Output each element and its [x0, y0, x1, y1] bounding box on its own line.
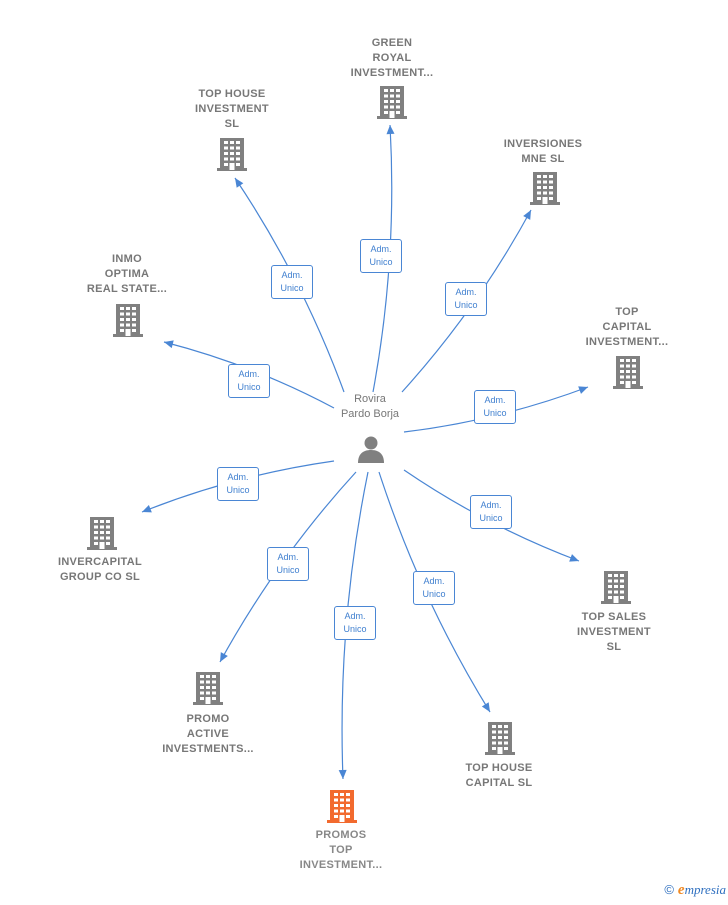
person-icon[interactable] — [356, 434, 386, 464]
building-icon[interactable] — [612, 354, 644, 390]
company-label-line: TOP HOUSE — [465, 762, 533, 774]
arrowhead-inversiones-mne — [523, 210, 531, 220]
company-label-line: GREEN — [371, 37, 413, 49]
arrowhead-top-house-capital — [481, 702, 490, 712]
company-label-top-sales[interactable]: TOP SALES INVESTMENT SL — [577, 610, 651, 655]
arrowhead-inmo-optima — [164, 340, 174, 349]
company-label-line: CAPITAL — [602, 321, 652, 333]
company-label-line: TOP — [329, 844, 353, 856]
company-label-line: SL — [606, 641, 622, 653]
relation-label-line: Adm. — [480, 500, 502, 510]
relation-label-line: Adm. — [423, 576, 445, 586]
company-label-inmo-optima[interactable]: INMO OPTIMA REAL STATE... — [87, 252, 167, 297]
brand-initial: e — [677, 882, 685, 898]
arrowhead-promo-active — [220, 652, 228, 662]
building-icon[interactable] — [86, 515, 118, 551]
relation-label-line: Adm. — [484, 395, 506, 405]
brand-name: mpresia — [684, 882, 726, 897]
center-person-name-line: Rovira — [354, 393, 386, 405]
arrowhead-top-sales — [569, 554, 579, 562]
relation-label-top-capital[interactable]: Adm. Unico — [474, 390, 516, 424]
company-label-promo-active[interactable]: PROMO ACTIVE INVESTMENTS... — [162, 712, 254, 757]
relation-label-line: Unico — [483, 408, 507, 418]
building-icon[interactable] — [326, 788, 358, 824]
company-label-line: INVESTMENT... — [299, 859, 383, 871]
building-icon[interactable] — [192, 670, 224, 706]
company-label-invercapital[interactable]: INVERCAPITAL GROUP CO SL — [58, 555, 142, 585]
company-label-line: MNE SL — [521, 153, 565, 165]
building-icon[interactable] — [484, 720, 516, 756]
company-label-green-royal[interactable]: GREEN ROYAL INVESTMENT... — [351, 36, 434, 81]
arrowhead-invercapital — [142, 504, 152, 513]
center-person-name-line: Pardo Borja — [340, 408, 400, 420]
company-label-line: ROYAL — [372, 52, 412, 64]
relation-label-line: Adm. — [370, 244, 392, 254]
company-label-top-capital[interactable]: TOP CAPITAL INVESTMENT... — [586, 305, 669, 350]
relation-label-line: Adm. — [281, 270, 303, 280]
arrowhead-promos-top — [338, 769, 347, 779]
company-label-line: INVESTMENT... — [585, 336, 669, 348]
company-label-line: TOP SALES — [581, 611, 647, 623]
relation-label-line: Unico — [226, 485, 250, 495]
company-label-line: PROMOS — [315, 829, 367, 841]
relation-label-promos-top[interactable]: Adm. Unico — [334, 606, 376, 640]
relation-label-line: Unico — [276, 565, 300, 575]
building-icon[interactable] — [216, 136, 248, 172]
relation-label-line: Unico — [280, 283, 304, 293]
copyright-icon: © — [664, 882, 674, 897]
company-label-inversiones-mne[interactable]: INVERSIONES MNE SL — [504, 137, 583, 167]
company-label-line: INVESTMENTS... — [162, 743, 254, 755]
relation-label-line: Unico — [422, 589, 446, 599]
building-icon[interactable] — [112, 302, 144, 338]
relation-label-top-house-investment[interactable]: Adm. Unico — [271, 265, 313, 299]
arrowhead-top-house-investment — [235, 178, 244, 188]
company-label-line: CAPITAL SL — [465, 777, 533, 789]
company-label-line: INVESTMENT... — [350, 67, 434, 79]
company-label-line: TOP HOUSE — [198, 88, 266, 100]
arrowhead-green-royal — [386, 125, 395, 135]
relation-label-line: Adm. — [227, 472, 249, 482]
relation-label-line: Unico — [479, 513, 503, 523]
building-icon[interactable] — [600, 569, 632, 605]
company-label-line: INVERSIONES — [503, 138, 583, 150]
company-label-line: SL — [224, 118, 240, 130]
company-label-line: INMO — [112, 253, 142, 265]
relation-label-top-house-capital[interactable]: Adm. Unico — [413, 571, 455, 605]
relation-label-top-sales[interactable]: Adm. Unico — [470, 495, 512, 529]
relation-label-line: Adm. — [238, 369, 260, 379]
company-label-promos-top[interactable]: PROMOS TOP INVESTMENT... — [300, 828, 383, 873]
company-label-line: PROMO — [186, 713, 230, 725]
relation-label-line: Unico — [454, 300, 478, 310]
company-label-line: OPTIMA — [104, 268, 150, 280]
footer-brand[interactable]: ©empresia — [664, 882, 726, 899]
relation-label-line: Adm. — [277, 552, 299, 562]
relation-label-promo-active[interactable]: Adm. Unico — [267, 547, 309, 581]
company-label-line: GROUP CO SL — [59, 571, 141, 583]
relation-label-line: Unico — [237, 382, 261, 392]
company-label-top-house-investment[interactable]: TOP HOUSE INVESTMENT SL — [195, 87, 269, 132]
company-label-line: INVESTMENT — [195, 103, 269, 115]
relation-label-line: Adm. — [344, 611, 366, 621]
company-label-line: REAL STATE... — [86, 283, 168, 295]
building-icon[interactable] — [529, 170, 561, 206]
center-person-name[interactable]: Rovira Pardo Borja — [341, 392, 399, 422]
company-label-line: ACTIVE — [186, 728, 230, 740]
relation-label-inmo-optima[interactable]: Adm. Unico — [228, 364, 270, 398]
relation-label-inversiones-mne[interactable]: Adm. Unico — [445, 282, 487, 316]
relation-label-invercapital[interactable]: Adm. Unico — [217, 467, 259, 501]
arrowhead-top-capital — [578, 386, 588, 394]
building-icon[interactable] — [376, 84, 408, 120]
relation-label-green-royal[interactable]: Adm. Unico — [360, 239, 402, 273]
company-label-line: INVERCAPITAL — [57, 556, 143, 568]
relation-label-line: Unico — [369, 257, 393, 267]
company-label-line: TOP — [615, 306, 639, 318]
company-label-top-house-capital[interactable]: TOP HOUSE CAPITAL SL — [465, 761, 532, 791]
relation-label-line: Adm. — [455, 287, 477, 297]
company-label-line: INVESTMENT — [577, 626, 651, 638]
relation-label-line: Unico — [343, 624, 367, 634]
